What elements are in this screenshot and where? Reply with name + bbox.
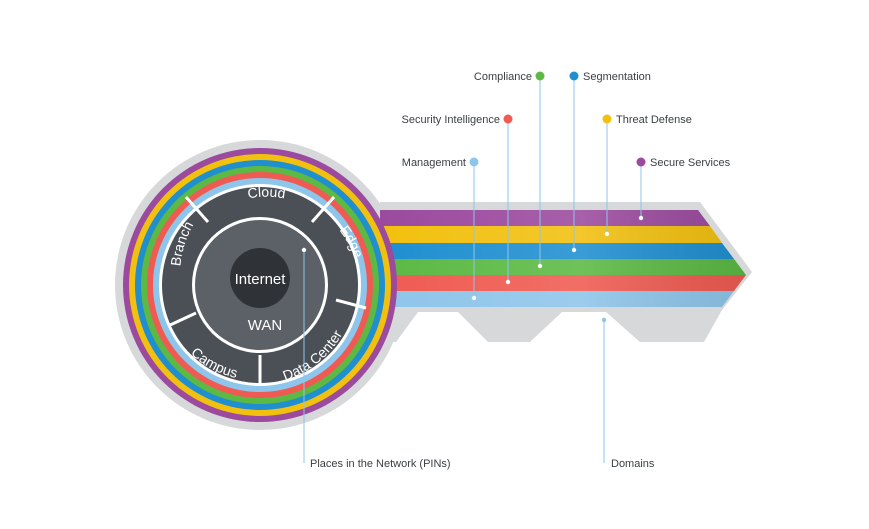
segmentation-dot-icon xyxy=(569,71,579,81)
label-pins: Places in the Network (PINs) xyxy=(310,458,451,470)
domains-anchor-dot xyxy=(601,317,607,323)
wan-label: WAN xyxy=(248,317,282,334)
management-dot-icon xyxy=(469,157,479,167)
label-domains: Domains xyxy=(611,458,655,470)
label-security-intelligence: Security Intelligence xyxy=(402,114,500,126)
threat-defense-dot-icon xyxy=(602,114,612,124)
label-threat-defense: Threat Defense xyxy=(616,114,692,126)
security-intelligence-dot-icon xyxy=(503,114,513,124)
compliance-dot-icon xyxy=(535,71,545,81)
internet-label: Internet xyxy=(235,271,287,288)
leader-lines xyxy=(303,76,642,463)
secure-services-dot-icon xyxy=(636,157,646,167)
label-secure-services: Secure Services xyxy=(650,157,731,169)
label-segmentation: Segmentation xyxy=(583,71,651,83)
label-compliance: Compliance xyxy=(474,71,532,83)
domain-stripes xyxy=(380,210,746,307)
label-management: Management xyxy=(402,157,466,169)
segment-cloud: Cloud xyxy=(246,184,286,202)
stripe-anchor-dots xyxy=(301,215,644,301)
pin-dividers xyxy=(167,196,367,384)
internet-core xyxy=(230,248,290,308)
